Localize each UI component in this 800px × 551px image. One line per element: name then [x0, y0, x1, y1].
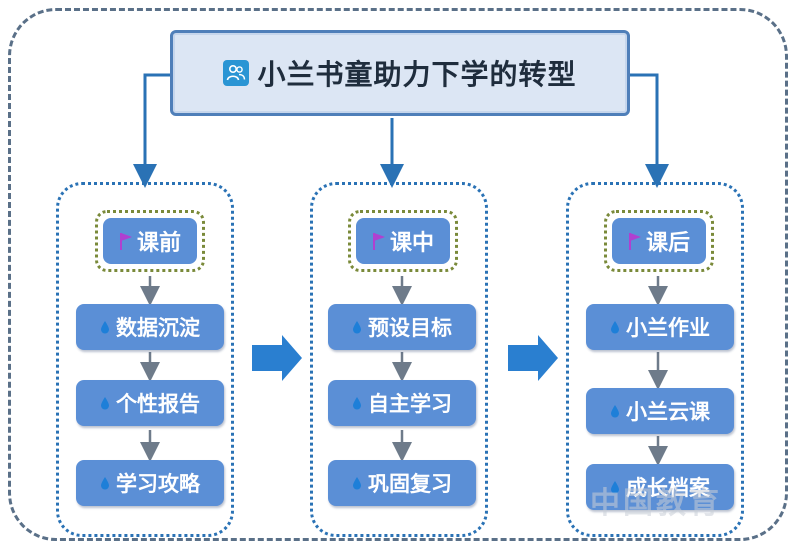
step-growth-archive: 成长档案	[586, 464, 734, 510]
stage-pre-class: 课前	[95, 210, 205, 272]
drop-icon	[101, 397, 109, 410]
step-xiaolan-homework: 小兰作业	[586, 304, 734, 350]
step-label: 小兰作业	[626, 316, 710, 340]
diagram-title: 小兰书童助力下学的转型	[257, 58, 577, 91]
step-label: 个性报告	[116, 392, 200, 416]
step-label: 自主学习	[368, 392, 452, 416]
stage-label: 课前	[136, 231, 181, 256]
step-study-guide: 学习攻略	[76, 460, 224, 506]
step-preset-goals: 预设目标	[328, 304, 476, 350]
drop-icon	[353, 477, 361, 490]
outer-frame	[8, 8, 788, 541]
drop-icon	[101, 321, 109, 334]
drop-icon	[611, 481, 619, 494]
step-label: 小兰云课	[626, 400, 710, 424]
step-xiaolan-cloud-class: 小兰云课	[586, 388, 734, 434]
column-pre-class	[56, 182, 234, 537]
flag-icon	[119, 233, 132, 250]
step-label: 数据沉淀	[116, 316, 200, 340]
step-data-accumulation: 数据沉淀	[76, 304, 224, 350]
step-self-study: 自主学习	[328, 380, 476, 426]
stage-in-class: 课中	[348, 210, 458, 272]
drop-icon	[611, 405, 619, 418]
watermark: 中国教育	[590, 486, 722, 521]
drop-icon	[101, 477, 109, 490]
step-personal-report: 个性报告	[76, 380, 224, 426]
column-in-class	[310, 182, 488, 537]
arrow-to-col-3	[630, 73, 669, 188]
big-arrow-1	[252, 335, 302, 381]
step-review: 巩固复习	[328, 460, 476, 506]
drop-icon	[353, 321, 361, 334]
step-label: 成长档案	[626, 476, 710, 500]
step-label: 预设目标	[368, 316, 452, 340]
flag-icon	[628, 233, 641, 250]
big-arrow-2	[508, 335, 558, 381]
stage-label: 课后	[645, 231, 690, 256]
flag-icon	[372, 233, 385, 250]
arrow-to-col-1	[133, 73, 170, 188]
stage-label: 课中	[389, 231, 434, 256]
drop-icon	[611, 321, 619, 334]
step-label: 学习攻略	[116, 472, 200, 496]
title-box: 小兰书童助力下学的转型	[170, 30, 630, 116]
users-icon	[223, 60, 250, 86]
drop-icon	[353, 397, 361, 410]
step-label: 巩固复习	[368, 472, 452, 496]
stage-post-class: 课后	[604, 210, 714, 272]
column-post-class	[566, 182, 744, 537]
